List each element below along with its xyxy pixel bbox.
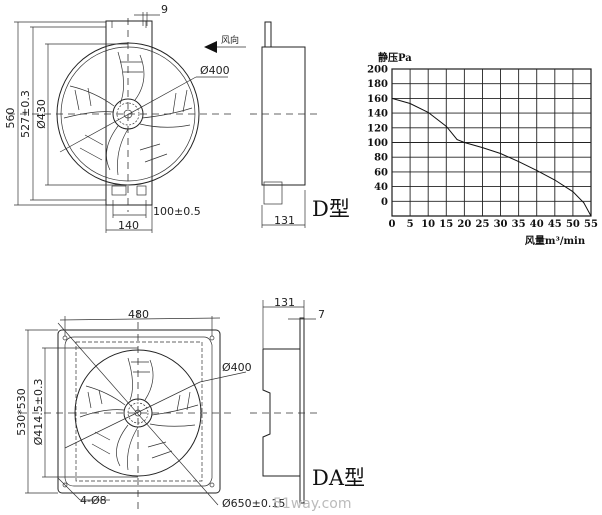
data-point	[391, 97, 393, 99]
y-tick-label: 60	[374, 167, 388, 178]
d-type-label: D型	[312, 197, 350, 221]
x-tick-label: 5	[407, 219, 414, 230]
data-point	[590, 215, 592, 217]
chart-title: 静压Pa	[378, 51, 412, 64]
d-type-front-view: 560 527±0.3 Ø430 Ø400 9 140 100±0.5 风向	[4, 3, 246, 233]
data-point	[500, 153, 502, 155]
data-point	[445, 125, 447, 127]
dim-holes: 4-Ø8	[80, 494, 107, 507]
dim-diagonal: Ø650±0.15	[222, 497, 285, 510]
y-tick-label: 40	[374, 182, 388, 193]
data-point	[583, 202, 585, 204]
dim-mount: 527±0.3	[19, 90, 32, 138]
dim-depth: 131	[274, 214, 295, 227]
y-tick-label: 160	[367, 94, 388, 105]
y-tick-label: 100	[367, 138, 388, 149]
performance-chart: 静压Pa 风量m³/min 2001801601401201008060400 …	[367, 51, 598, 247]
fan-blades	[79, 357, 199, 471]
y-tick-label: 80	[374, 153, 388, 164]
data-point	[572, 191, 574, 193]
da-type-front-view: 480 530*530 Ø414.5±0.3 Ø400 4-Ø8 Ø650±0.…	[15, 308, 285, 512]
x-tick-label: 0	[389, 219, 396, 230]
data-point	[554, 179, 556, 181]
data-point	[463, 142, 465, 143]
da-type-label: DA型	[312, 466, 365, 490]
y-tick-label: 120	[367, 123, 388, 134]
y-tick-label: 180	[367, 79, 388, 90]
dim-fan: Ø400	[222, 361, 252, 374]
bracket-plate	[105, 20, 153, 206]
x-tick-label: 55	[584, 219, 598, 230]
data-point	[456, 139, 458, 141]
d-dimension-lines	[14, 12, 228, 233]
x-tick-label: 30	[494, 219, 508, 230]
x-tick-label: 25	[475, 219, 489, 230]
x-tick-label: 45	[548, 219, 562, 230]
dim-top: 9	[161, 3, 168, 16]
dim-square: 530*530	[15, 388, 28, 436]
watermark: 51way.com	[273, 496, 351, 512]
series-line	[391, 97, 592, 217]
dim-fan: Ø400	[200, 64, 230, 77]
dim-depth: 131	[274, 296, 295, 309]
x-tick-label: 50	[566, 219, 580, 230]
data-point	[536, 169, 538, 171]
da-type-side-view: 131 7 DA型	[250, 296, 365, 504]
chart-xlabel: 风量m³/min	[525, 234, 586, 247]
y-tick-label: 0	[381, 197, 388, 208]
dim-ring: Ø430	[35, 99, 48, 129]
x-tick-label: 15	[439, 219, 453, 230]
data-point	[481, 147, 483, 149]
wind-direction-label: 风向	[221, 34, 239, 46]
x-tick-label: 40	[530, 219, 544, 230]
data-point	[409, 103, 411, 105]
dim-bracket-width: 140	[118, 219, 139, 232]
wind-direction-arrow-icon	[204, 41, 217, 53]
dim-bracket-holes: 100±0.5	[153, 205, 201, 218]
y-tick-label: 200	[367, 65, 388, 76]
dim-mount: Ø414.5±0.3	[32, 379, 45, 446]
dim-height: 560	[4, 108, 17, 129]
data-point	[427, 111, 429, 113]
dim-flange: 7	[318, 308, 325, 321]
x-tick-label: 35	[512, 219, 526, 230]
d-type-side-view: 131 D型	[250, 21, 350, 228]
x-tick-label: 20	[457, 219, 471, 230]
x-tick-label: 10	[421, 219, 435, 230]
data-point	[518, 161, 520, 163]
square-frame	[57, 329, 221, 494]
y-tick-label: 140	[367, 109, 388, 120]
dim-width: 480	[128, 308, 149, 321]
da-dimension-lines	[25, 316, 247, 506]
